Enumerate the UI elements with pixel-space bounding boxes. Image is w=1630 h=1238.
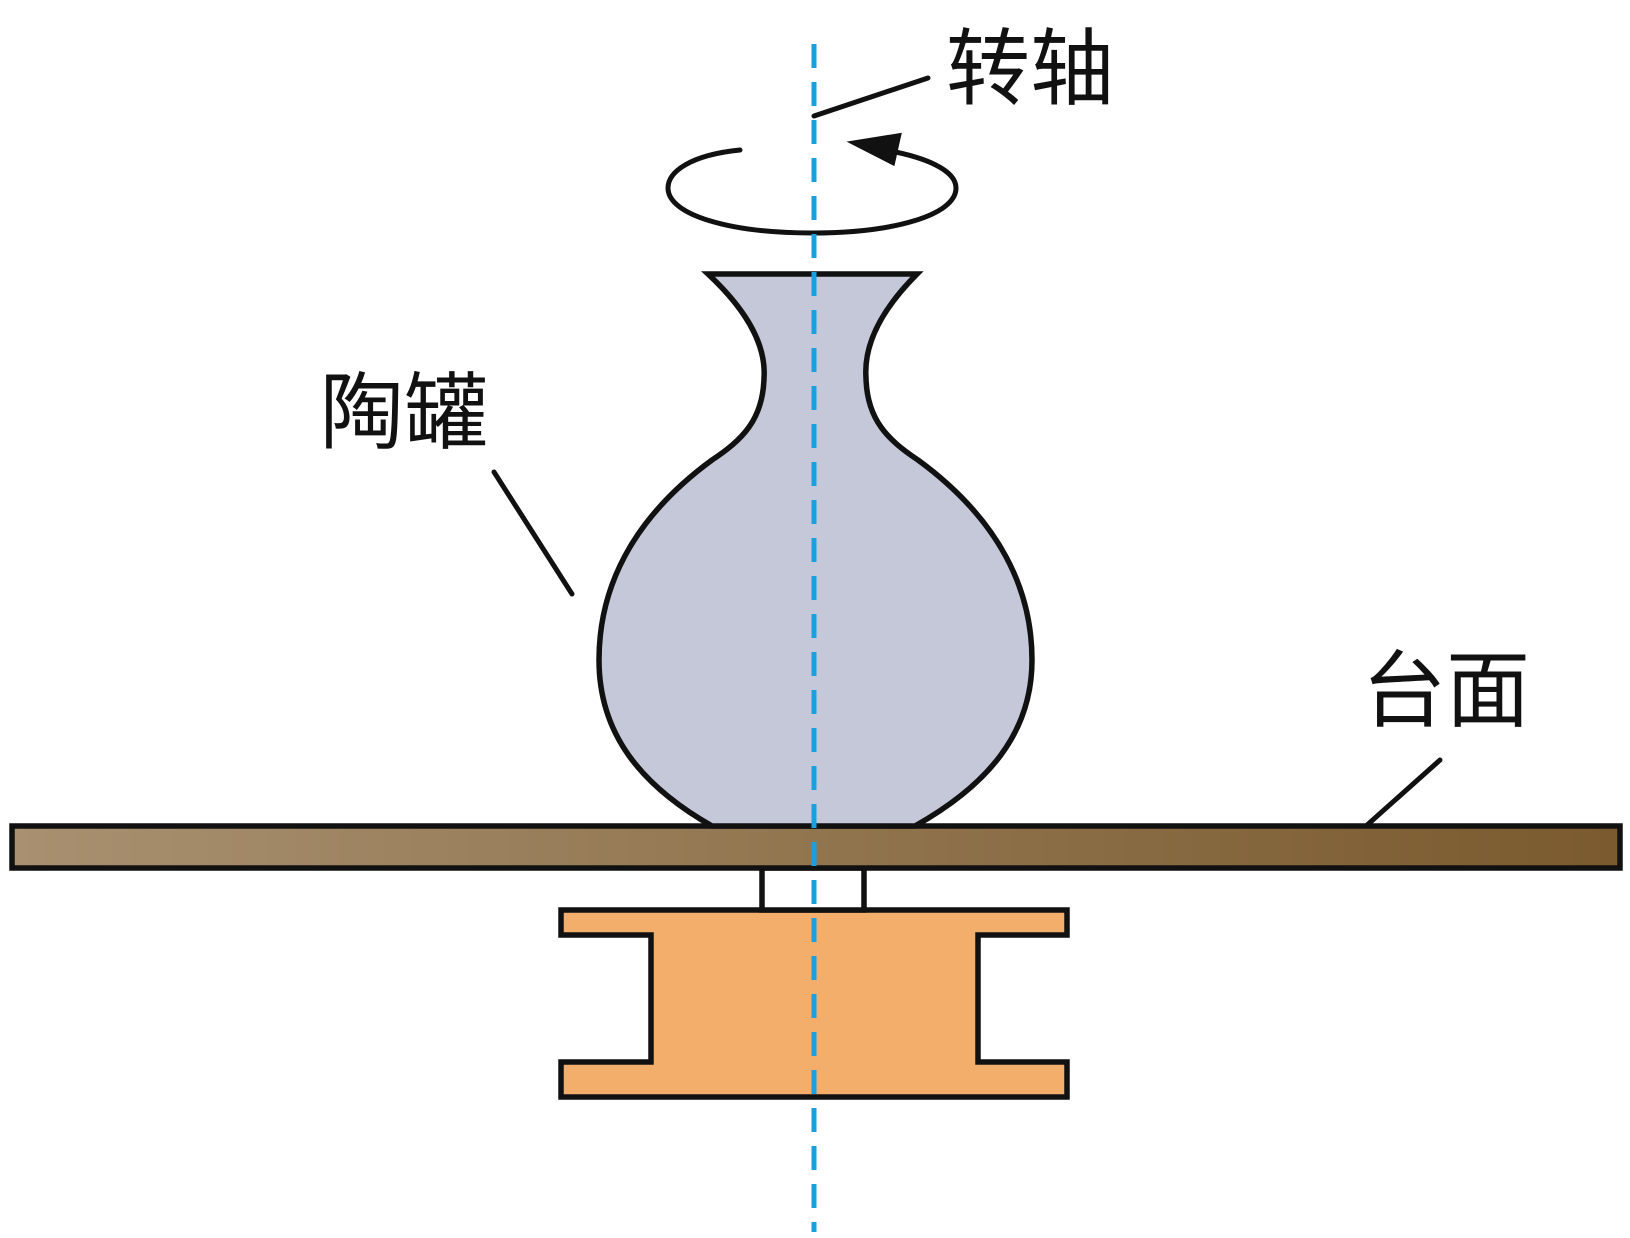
- axis-leader-line: [811, 75, 931, 119]
- counterclockwise-rotation-arrow-icon: [665, 132, 959, 236]
- jar-label: 陶罐: [320, 364, 488, 462]
- table-label: 台面: [1362, 642, 1530, 740]
- axis-label: 转轴: [946, 20, 1114, 118]
- jar-leader-line: [491, 469, 575, 597]
- table-leader-line: [1363, 757, 1443, 829]
